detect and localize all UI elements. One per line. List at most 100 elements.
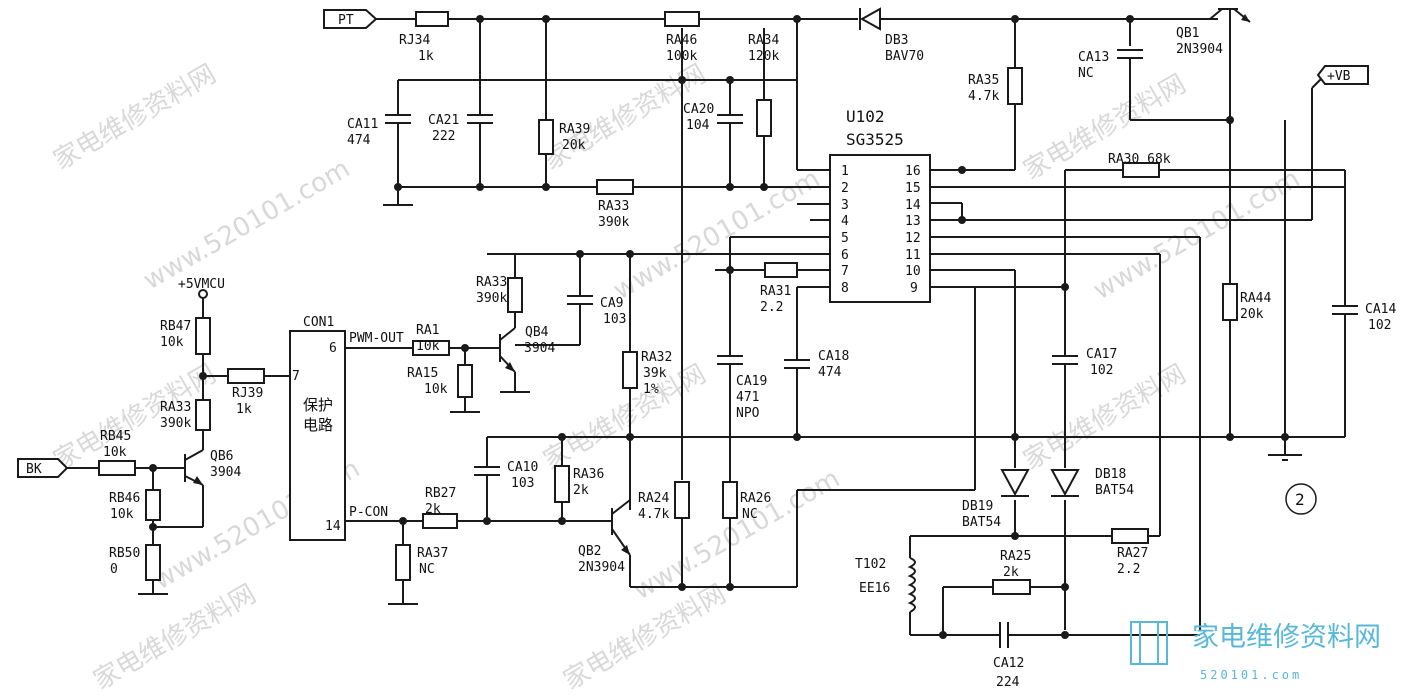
cap-ca17 <box>1052 355 1078 365</box>
svg-text:BAT54: BAT54 <box>1095 483 1134 498</box>
svg-text:CA12: CA12 <box>993 656 1024 671</box>
svg-text:RA30 68k: RA30 68k <box>1108 152 1171 167</box>
resistor-rb50 <box>145 544 161 581</box>
resistors <box>98 11 1238 595</box>
svg-text:RA44: RA44 <box>1240 291 1271 306</box>
svg-text:39k: 39k <box>643 366 667 381</box>
svg-text:390k: 390k <box>598 215 629 230</box>
svg-text:CA11: CA11 <box>347 117 378 132</box>
svg-text:CA21: CA21 <box>428 113 459 128</box>
svg-text:224: 224 <box>996 675 1020 690</box>
svg-text:7: 7 <box>841 264 849 279</box>
svg-text:6: 6 <box>329 341 337 356</box>
resistor-ra32 <box>622 351 638 389</box>
resistor-rb47 <box>195 317 211 355</box>
svg-text:0: 0 <box>110 562 118 577</box>
resistor-ra35 <box>1007 67 1023 105</box>
svg-text:8: 8 <box>841 281 849 296</box>
svg-text:RA15: RA15 <box>407 366 438 381</box>
svg-text:U102: U102 <box>846 107 885 126</box>
resistor-ra34-top <box>756 99 772 137</box>
svg-text:102: 102 <box>1090 363 1113 378</box>
transistor-qb6 <box>184 449 204 486</box>
svg-text:P-CON: P-CON <box>349 505 388 520</box>
resistor-ra30 <box>1122 162 1160 178</box>
svg-text:4.7k: 4.7k <box>638 507 669 522</box>
svg-text:RA34: RA34 <box>748 33 779 48</box>
watermark-1: 家电维修资料网 <box>49 59 222 176</box>
svg-text:390k: 390k <box>160 416 191 431</box>
resistor-ra26 <box>722 481 738 519</box>
svg-text:RJ34: RJ34 <box>399 33 430 48</box>
svg-text:CON1: CON1 <box>303 315 334 330</box>
svg-text:DB3: DB3 <box>885 33 908 48</box>
svg-text:QB4: QB4 <box>525 325 549 340</box>
svg-text:222: 222 <box>432 129 455 144</box>
svg-text:CA9: CA9 <box>600 296 623 311</box>
svg-text:9: 9 <box>910 281 918 296</box>
resistor-ra33-left <box>195 399 211 431</box>
svg-text:NC: NC <box>1078 66 1094 81</box>
svg-text:2N3904: 2N3904 <box>1176 42 1223 57</box>
watermark-5: 家电维修资料网 <box>1019 69 1192 186</box>
resistor-ra25 <box>992 579 1031 595</box>
svg-text:10k: 10k <box>416 339 440 354</box>
svg-text:CA13: CA13 <box>1078 50 1109 65</box>
cap-ca11 <box>385 114 411 124</box>
bk-connector <box>17 458 69 478</box>
resistor-rj39 <box>227 368 265 384</box>
resistor-ra24 <box>674 481 690 519</box>
svg-text:RA25: RA25 <box>1000 549 1031 564</box>
svg-text:RA24: RA24 <box>638 491 669 506</box>
svg-text:QB1: QB1 <box>1176 26 1199 41</box>
svg-text:RA35: RA35 <box>968 73 999 88</box>
figure-number-text: 2 <box>1295 490 1305 509</box>
svg-text:471: 471 <box>736 390 759 405</box>
svg-text:CA14: CA14 <box>1365 302 1396 317</box>
ic-pins: 1 2 3 4 5 6 7 8 16 15 14 13 12 11 10 9 <box>841 164 921 296</box>
resistor-ra15 <box>457 364 473 398</box>
svg-text:RA36: RA36 <box>573 467 604 482</box>
pt-connector <box>323 9 378 29</box>
watermark-4: www.520101.com <box>609 164 826 306</box>
bk-label: BK <box>26 462 42 477</box>
svg-text:RA31: RA31 <box>760 284 791 299</box>
site-logo: 家电维修资料网 520101.com <box>1130 621 1381 682</box>
svg-text:10k: 10k <box>110 507 134 522</box>
resistor-ra36 <box>554 465 570 503</box>
svg-text:2k: 2k <box>1003 565 1019 580</box>
wires <box>67 18 1346 636</box>
svg-text:14: 14 <box>905 198 921 213</box>
transformer-t102 <box>907 557 916 613</box>
cap-ca10 <box>474 466 500 476</box>
svg-text:3: 3 <box>841 198 849 213</box>
svg-text:NC: NC <box>742 507 758 522</box>
svg-text:103: 103 <box>511 476 534 491</box>
svg-text:BAT54: BAT54 <box>962 515 1001 530</box>
cap-ca14 <box>1332 305 1358 315</box>
cap-ca20 <box>717 114 743 124</box>
resistor-rj34 <box>415 11 449 27</box>
diode-db18 <box>1050 469 1080 497</box>
cap-ca19 <box>717 355 743 365</box>
svg-text:474: 474 <box>347 133 371 148</box>
svg-text:RA27: RA27 <box>1117 546 1148 561</box>
svg-text:EE16: EE16 <box>859 581 890 596</box>
vmcu-terminal <box>198 289 208 299</box>
svg-text:2k: 2k <box>573 483 589 498</box>
svg-text:RJ39: RJ39 <box>232 386 263 401</box>
svg-text:474: 474 <box>818 365 842 380</box>
svg-text:120k: 120k <box>748 49 779 64</box>
svg-text:CA17: CA17 <box>1086 347 1117 362</box>
transistor-qb4 <box>499 327 516 373</box>
svg-text:RA46: RA46 <box>666 33 697 48</box>
labels: PT BK +VB +5VMCU RJ34 1k RA46 100k RA34 … <box>26 13 1396 690</box>
svg-text:100k: 100k <box>666 49 697 64</box>
ic-u102 <box>829 154 931 303</box>
svg-text:RA26: RA26 <box>740 491 771 506</box>
svg-text:5: 5 <box>841 231 849 246</box>
svg-text:10k: 10k <box>160 335 184 350</box>
svg-text:4: 4 <box>841 214 849 229</box>
svg-text:10k: 10k <box>424 382 448 397</box>
